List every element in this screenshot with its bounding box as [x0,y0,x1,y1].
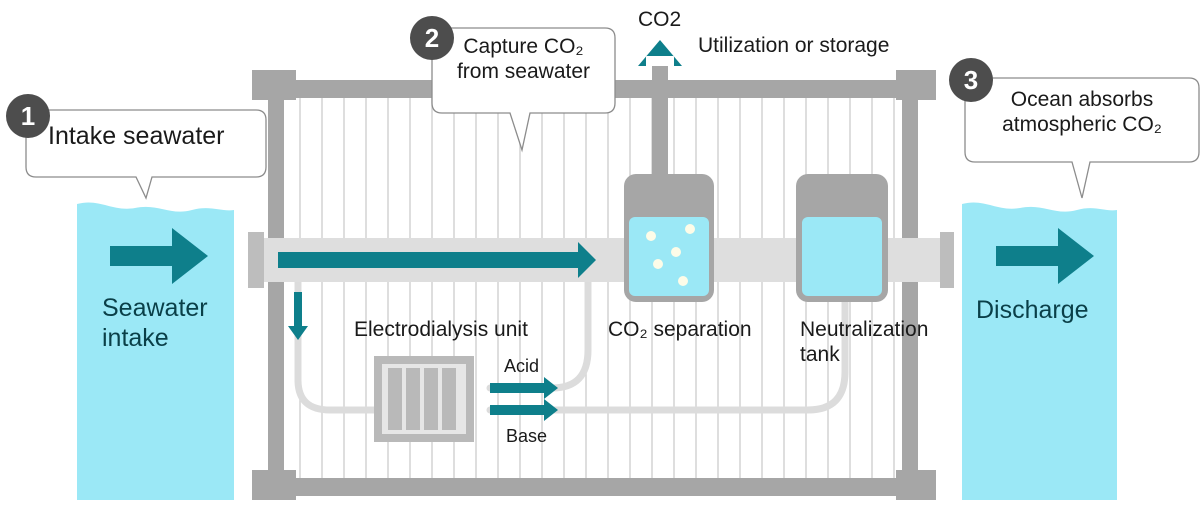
step-2-text: Capture CO₂ from seawater [432,35,615,85]
intake-label: Seawater intake [102,294,208,353]
branch-down-arrow [288,292,308,340]
intake-label-line1: Seawater [102,294,208,322]
neutralization-label: Neutralization tank [800,318,928,368]
acid-arrow [490,377,558,399]
step-2-line2: from seawater [456,59,591,83]
step-3-text: Ocean absorbs atmospheric CO₂ [965,88,1199,138]
co2-separation-vessel [624,174,714,302]
main-flow-arrow [278,242,596,278]
step-1-text: Intake seawater [48,122,225,150]
co2-up-arrow [638,40,682,66]
neutralization-line2: tank [800,342,840,366]
intake-label-line2: intake [102,323,169,352]
co2-outlet-pipe [652,66,668,178]
base-arrow [490,399,558,421]
step-2-line1: Capture CO₂ [463,35,584,58]
electrodialysis-unit [374,356,474,442]
step-2-badge: 2 [410,16,454,60]
discharge-flow-arrow [996,228,1094,284]
frame [252,70,936,500]
co2-separation-label: CO₂ separation [608,318,752,341]
co2-output-label: CO2 [638,8,682,31]
step-1-badge: 1 [6,94,50,138]
intake-flow-arrow [110,228,208,284]
step-3-line1: Ocean absorbs [1010,88,1154,111]
base-label: Base [506,426,548,446]
intake-water-panel [77,202,234,500]
neutralization-tank [796,174,888,302]
step-3-badge: 3 [949,58,993,102]
acid-label: Acid [504,356,540,376]
electrodialysis-label: Electrodialysis unit [354,318,528,341]
discharge-label: Discharge [976,296,1089,324]
neutralization-line1: Neutralization [800,318,929,341]
utilization-label: Utilization or storage [698,34,890,57]
discharge-water-panel [962,202,1117,500]
step-3-line2: atmospheric CO₂ [1002,112,1162,136]
